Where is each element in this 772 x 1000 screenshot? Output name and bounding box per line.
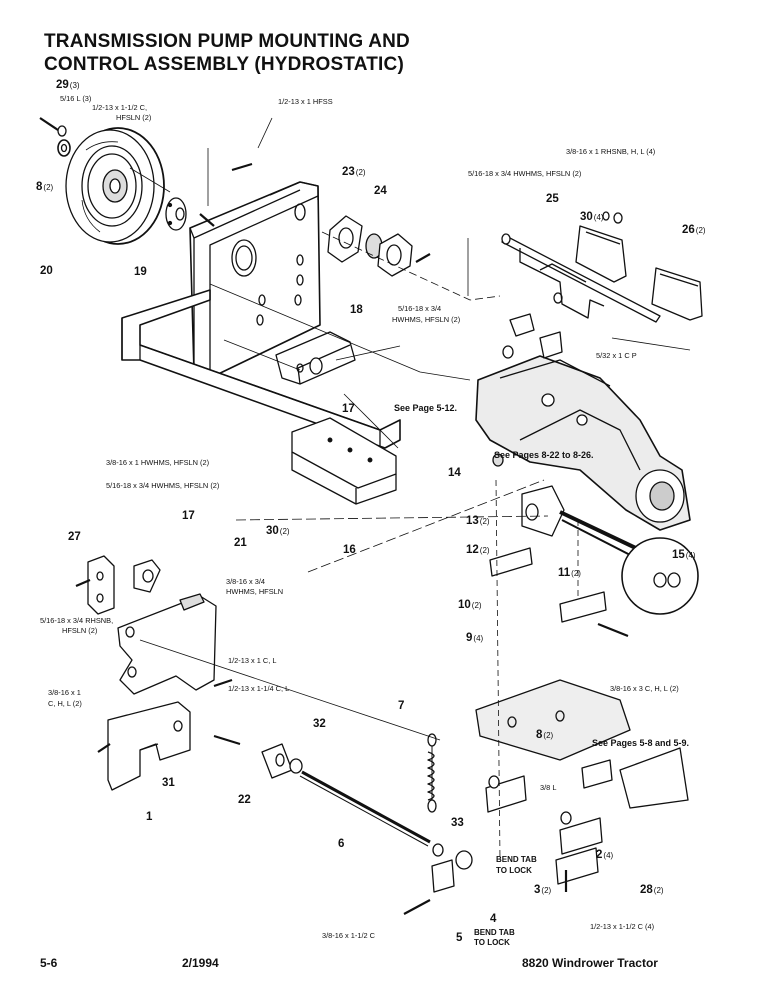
callout-30-upper: 30(4) <box>580 211 604 223</box>
note-see-pages-8-22: See Pages 8-22 to 8-26. <box>494 450 594 460</box>
footer-model: 8820 Windrower Tractor <box>522 956 658 970</box>
spec-3-8-16-3-c: 3/8-16 x 3 C, H, L (2) <box>610 684 679 693</box>
mounting-plate-drawing <box>189 181 321 379</box>
spec-1-2-13-1-1-4: 1/2-13 x 1-1/4 C, L <box>228 684 289 693</box>
callout-16: 16 <box>343 544 356 556</box>
spec-3-8-16-3-4-line2: HWHMS, HFSLN <box>226 587 283 596</box>
callout-25: 25 <box>546 193 559 205</box>
callout-8: 8(2) <box>36 181 54 193</box>
spec-5-32-cp: 5/32 x 1 C P <box>596 351 637 360</box>
hub-drawing <box>165 197 187 231</box>
note-bend-tab-2-line2: TO LOCK <box>474 938 510 947</box>
note-bend-tab-1-line2: TO LOCK <box>496 866 532 875</box>
page-title: TRANSMISSION PUMP MOUNTING AND CONTROL A… <box>44 30 564 76</box>
callout-30-lower: 30(2) <box>266 525 290 537</box>
spec-5-16-l: 5/16 L (3) <box>60 94 91 103</box>
callout-31: 31 <box>162 777 175 789</box>
callout-29: 29(3) <box>56 79 80 91</box>
control-rod-drawing <box>261 733 473 893</box>
bracket-18-drawing <box>275 331 356 385</box>
bracket-16-drawing <box>291 417 397 505</box>
swashplate-arm-drawing <box>475 679 689 885</box>
callout-21: 21 <box>234 537 247 549</box>
callout-3: 3(2) <box>534 884 552 896</box>
note-see-pages-5-8: See Pages 5-8 and 5-9. <box>592 738 689 748</box>
callout-28: 28(2) <box>640 884 664 896</box>
spec-3-8-16-hwhms: 3/8-16 x 1 HWHMS, HFSLN (2) <box>106 458 209 467</box>
fittings-drawing <box>489 453 641 623</box>
spec-5-16-18-rhsnb-line2: HFSLN (2) <box>62 626 97 635</box>
footer-page-number: 5-6 <box>40 956 58 970</box>
callout-19: 19 <box>134 266 147 278</box>
shaft-25-drawing <box>501 233 661 323</box>
detail-circle-15 <box>621 537 699 615</box>
spec-3-8-16-1-1-2-c: 3/8-16 x 1-1/2 C <box>322 931 376 940</box>
spec-5-16-18-hwhms-lower: 5/16-18 x 3/4 HWHMS, HFSLN (2) <box>106 481 219 490</box>
callout-33: 33 <box>451 817 464 829</box>
callout-7: 7 <box>398 700 404 712</box>
callout-1: 1 <box>146 811 153 823</box>
callout-27: 27 <box>68 531 81 543</box>
callout-32: 32 <box>313 718 326 730</box>
bracket-26-drawing <box>575 211 703 321</box>
title-line-2: CONTROL ASSEMBLY (HYDROSTATIC) <box>44 54 404 75</box>
callout-5: 5 <box>456 932 463 944</box>
spec-5-16-18-hwhms-upper: 5/16-18 x 3/4 HWHMS, HFSLN (2) <box>468 169 581 178</box>
spec-1-2-13-1-1-2-c: 1/2-13 x 1-1/2 C, <box>92 103 147 112</box>
spec-1-2-13-1-c-l: 1/2-13 x 1 C, L <box>228 656 276 665</box>
note-see-page-5-12: See Page 5-12. <box>394 403 457 413</box>
callout-12: 12(2) <box>466 544 490 556</box>
spec-5-16-18-rhsnb-line1: 5/16-18 x 3/4 RHSNB, <box>40 616 113 625</box>
hardware-labels: 5/16 L (3) 1/2-13 x 1-1/2 C, HFSLN (2) 1… <box>40 94 679 940</box>
callout-6: 6 <box>338 838 344 850</box>
bearing-flanges-drawing <box>327 215 431 277</box>
spec-3-8-16-1-line1: 3/8-16 x 1 <box>48 688 81 697</box>
callout-17-upper: 17 <box>342 403 355 415</box>
spec-1-2-13-1-hfss: 1/2-13 x 1 HFSS <box>278 97 333 106</box>
spec-hfsln-2: HFSLN (2) <box>116 113 151 122</box>
callout-8-lower: 8(2) <box>536 729 554 741</box>
drawing <box>39 117 703 915</box>
wheel-bolts-drawing <box>39 117 71 157</box>
spec-3-8-16-1-line2: C, H, L (2) <box>48 699 82 708</box>
spec-1-2-13-1-1-2-c-4: 1/2-13 x 1-1/2 C (4) <box>590 922 654 931</box>
callout-11: 11(2) <box>558 567 581 579</box>
wheel-drawing <box>65 127 165 245</box>
bolts-drawing <box>75 162 629 915</box>
spec-3-8-16-rhsnb: 3/8-16 x 1 RHSNB, H, L (4) <box>566 147 655 156</box>
control-bracket-drawing <box>87 555 217 695</box>
callout-10: 10(2) <box>458 599 482 611</box>
leader-lines <box>129 117 691 861</box>
callout-17-lower: 17 <box>182 510 195 522</box>
callout-labels: 29(3) 8(2) 20 19 23(2) 24 30(4) 25 26(2)… <box>36 79 706 944</box>
callout-22: 22 <box>238 794 251 806</box>
spec-5-16-18-line1: 5/16-18 x 3/4 <box>398 304 441 313</box>
spec-3-8-l: 3/8 L <box>540 783 556 792</box>
title-line-1: TRANSMISSION PUMP MOUNTING AND <box>44 31 410 52</box>
notes: See Page 5-12. See Pages 8-22 to 8-26. S… <box>394 403 689 947</box>
callout-9: 9(4) <box>466 632 484 644</box>
callout-26: 26(2) <box>682 224 706 236</box>
callout-20: 20 <box>40 265 53 277</box>
footer-date: 2/1994 <box>182 956 219 970</box>
callout-23: 23(2) <box>342 166 366 178</box>
callout-2: 2(4) <box>596 849 614 861</box>
callout-13: 13(2) <box>466 515 490 527</box>
callout-4: 4 <box>490 913 497 925</box>
callout-18: 18 <box>350 304 363 316</box>
pump-14-drawing <box>475 313 691 531</box>
note-bend-tab-1-line1: BEND TAB <box>496 855 537 864</box>
callout-14: 14 <box>448 467 461 479</box>
spec-5-16-18-line2: HWHMS, HFSLN (2) <box>392 315 460 324</box>
lever-1-drawing <box>107 701 191 791</box>
spec-3-8-16-3-4-line1: 3/8-16 x 3/4 <box>226 577 265 586</box>
callout-24: 24 <box>374 185 387 197</box>
note-bend-tab-2-line1: BEND TAB <box>474 928 515 937</box>
callout-15: 15(4) <box>672 549 696 561</box>
